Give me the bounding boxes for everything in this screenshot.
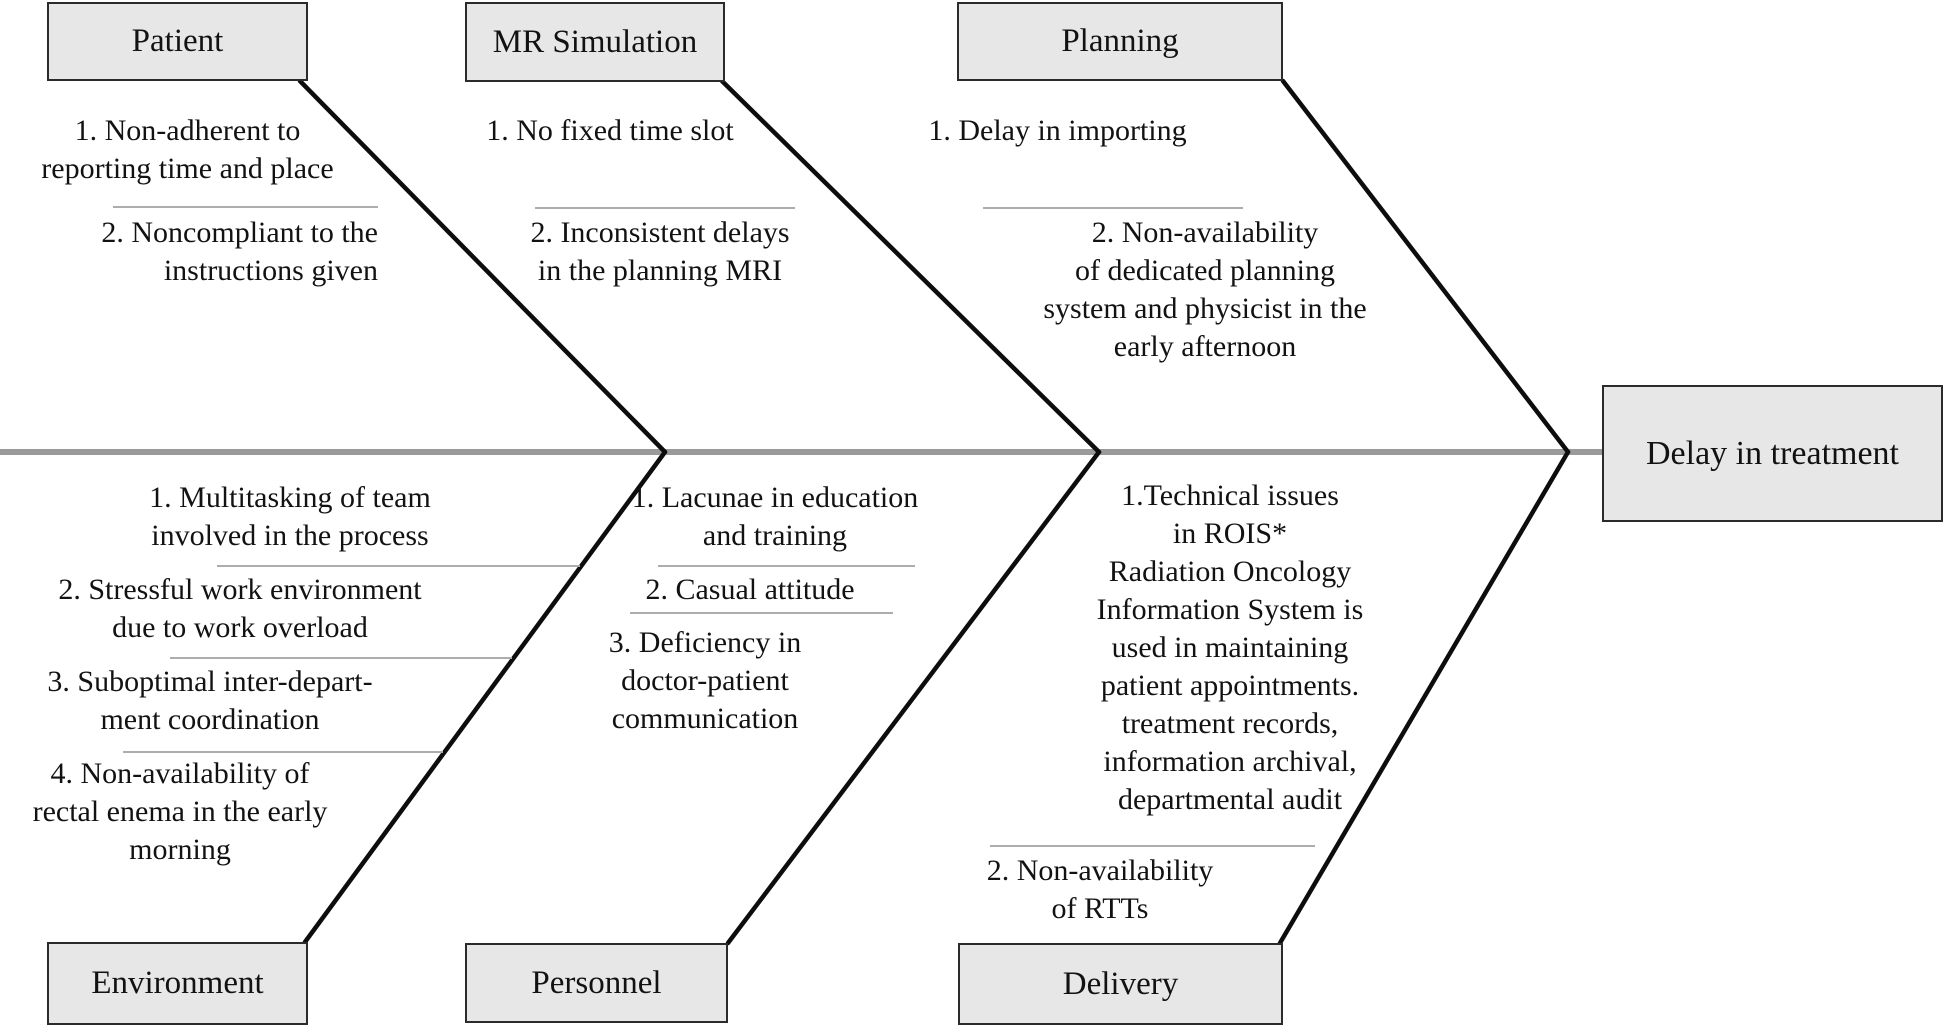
cause-item-environment-4: 4. Non-availability of rectal enema in t…	[32, 757, 328, 866]
category-label-mr-simulation: MR Simulation	[492, 23, 698, 60]
cause-item-planning-2: 2. Non-availability of dedicated plannin…	[1043, 216, 1367, 363]
effect-label: Delay in treatment	[1645, 434, 1899, 472]
category-label-environment: Environment	[91, 965, 264, 1001]
cause-item-planning-1: 1. Delay in importing	[928, 114, 1187, 147]
category-label-personnel: Personnel	[531, 964, 662, 1001]
cause-item-personnel-3: 3. Deficiency in doctor-patient communic…	[608, 626, 802, 735]
category-box-delivery: Delivery	[958, 943, 1283, 1025]
category-label-delivery: Delivery	[1062, 965, 1179, 1002]
cause-item-personnel-2: 2. Casual attitude	[645, 573, 855, 606]
branch-line-personnel	[725, 449, 1102, 946]
category-box-personnel: Personnel	[465, 943, 728, 1023]
category-box-planning: Planning	[957, 2, 1283, 81]
cause-item-mr-simulation-1: 1. No fixed time slot	[486, 114, 734, 147]
category-box-mr-simulation: MR Simulation	[465, 2, 725, 82]
category-label-patient: Patient	[131, 23, 224, 59]
cause-item-environment-3: 3. Suboptimal inter-depart- ment coordin…	[47, 665, 373, 736]
branch-line-delivery	[1277, 449, 1571, 946]
cause-item-environment-1: 1. Multitasking of team involved in the …	[149, 481, 431, 552]
cause-item-delivery-1: 1.Technical issues in ROIS* Radiation On…	[1096, 479, 1364, 816]
branch-line-planning	[1280, 78, 1571, 455]
cause-item-environment-2: 2. Stressful work environment due to wor…	[58, 573, 422, 644]
cause-item-personnel-1: 1. Lacunae in education and training	[631, 481, 919, 552]
cause-item-patient-2: 2. Noncompliant to the instructions give…	[101, 216, 378, 287]
cause-item-delivery-2: 2. Non-availability of RTTs	[986, 854, 1214, 925]
cause-item-mr-simulation-2: 2. Inconsistent delays in the planning M…	[530, 216, 790, 287]
branch-line-patient	[297, 78, 668, 455]
category-box-patient: Patient	[47, 2, 308, 81]
category-label-planning: Planning	[1061, 23, 1179, 59]
branch-line-mr-simulation	[719, 78, 1102, 455]
cause-item-patient-1: 1. Non-adherent to reporting time and pl…	[41, 114, 334, 185]
branch-line-environment	[302, 449, 668, 945]
effect-box: Delay in treatment	[1602, 385, 1943, 522]
category-box-environment: Environment	[47, 942, 308, 1025]
